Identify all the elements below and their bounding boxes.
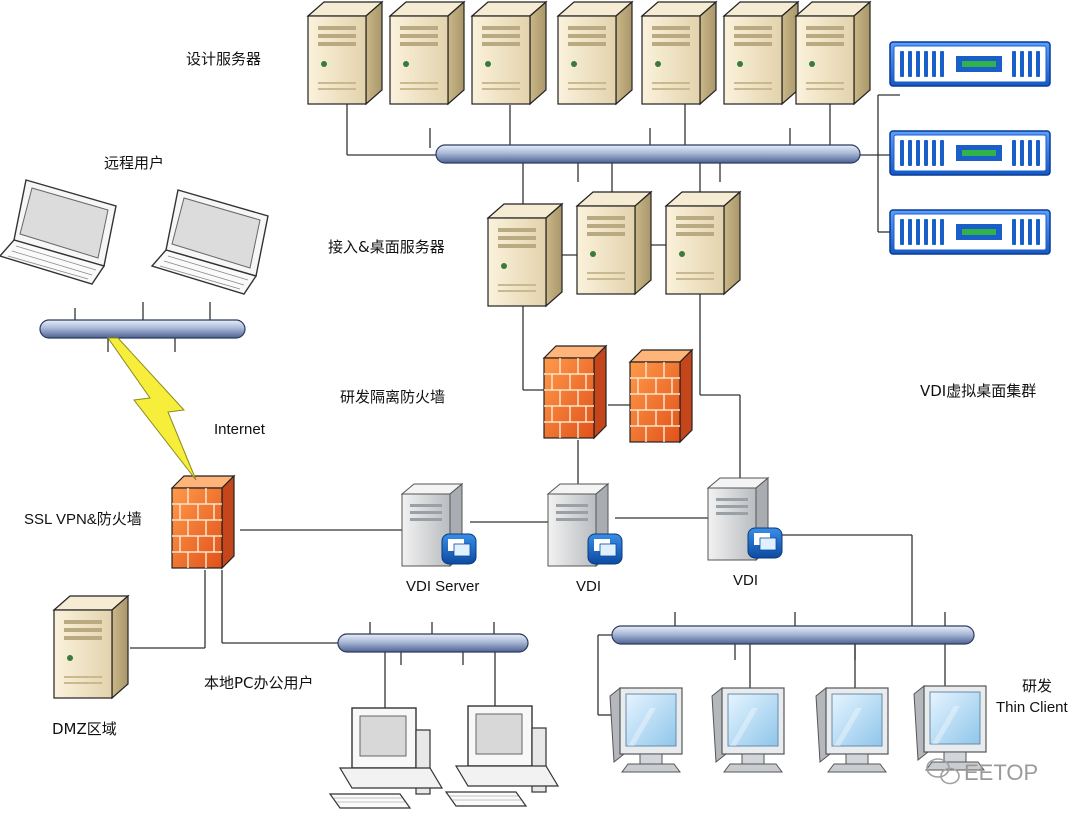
label-access-desktop-servers: 接入&桌面服务器 (328, 238, 445, 256)
design-server-icon (557, 1, 633, 105)
design-server-icon (723, 1, 799, 105)
lightning-bolt-icon (107, 337, 197, 481)
vdi-server-icon (401, 483, 477, 567)
laptop-icon (0, 179, 117, 285)
ssl-vpn-firewall-icon (171, 475, 235, 569)
label-internet: Internet (214, 421, 266, 438)
access-server-icon (487, 203, 563, 307)
firewall-icon (629, 349, 693, 443)
watermark: EETOP (926, 758, 1038, 785)
label-ssl-vpn-firewall: SSL VPN&防火墙 (24, 511, 142, 528)
label-thin-client: Thin Client (996, 699, 1069, 716)
rack-server-icon (889, 130, 1051, 176)
design-server-group (307, 1, 871, 105)
vdi-cluster-rack-group (889, 41, 1051, 255)
bus-internet (39, 319, 246, 339)
connection-lines (74, 94, 946, 716)
access-server-icon (665, 191, 741, 295)
label-vdi-1: VDI (576, 578, 601, 595)
design-server-icon (795, 1, 871, 105)
rack-server-icon (889, 41, 1051, 87)
design-server-icon (389, 1, 465, 105)
rd-firewall-group (543, 345, 693, 443)
bus-top (435, 144, 861, 164)
design-server-icon (641, 1, 717, 105)
desktop-pc-icon (329, 707, 443, 809)
label-rd: 研发 (1022, 677, 1052, 695)
label-rd-isolation-firewall: 研发隔离防火墙 (340, 388, 445, 406)
firewall-icon (543, 345, 607, 439)
rack-server-icon (889, 209, 1051, 255)
wechat-icon (926, 758, 960, 785)
bus-thin-client (611, 625, 975, 645)
label-dmz-zone: DMZ区域 (52, 720, 117, 738)
design-server-icon (471, 1, 547, 105)
thin-client-monitor-icon (609, 687, 683, 773)
laptop-icon (151, 189, 269, 295)
access-server-icon (576, 191, 652, 295)
vdi-server-icon (547, 483, 623, 567)
label-vdi-server: VDI Server (406, 578, 479, 595)
bus-local-office (337, 633, 529, 653)
label-local-pc-users: 本地PC办公用户 (204, 674, 314, 692)
thin-client-monitor-icon (711, 687, 785, 773)
label-vdi-cluster: VDI虚拟桌面集群 (920, 382, 1036, 400)
desktop-pc-icon (445, 705, 559, 807)
access-desktop-server-group (487, 191, 741, 307)
thin-client-monitor-icon (815, 687, 889, 773)
label-remote-users: 远程用户 (104, 154, 164, 172)
design-server-icon (307, 1, 383, 105)
thin-client-monitor-icon (913, 685, 987, 771)
watermark-text: EETOP (964, 760, 1038, 785)
dmz-server-icon (53, 595, 129, 699)
vdi-server-icon (707, 477, 783, 561)
label-vdi-2: VDI (733, 572, 758, 589)
label-design-servers: 设计服务器 (186, 50, 261, 68)
